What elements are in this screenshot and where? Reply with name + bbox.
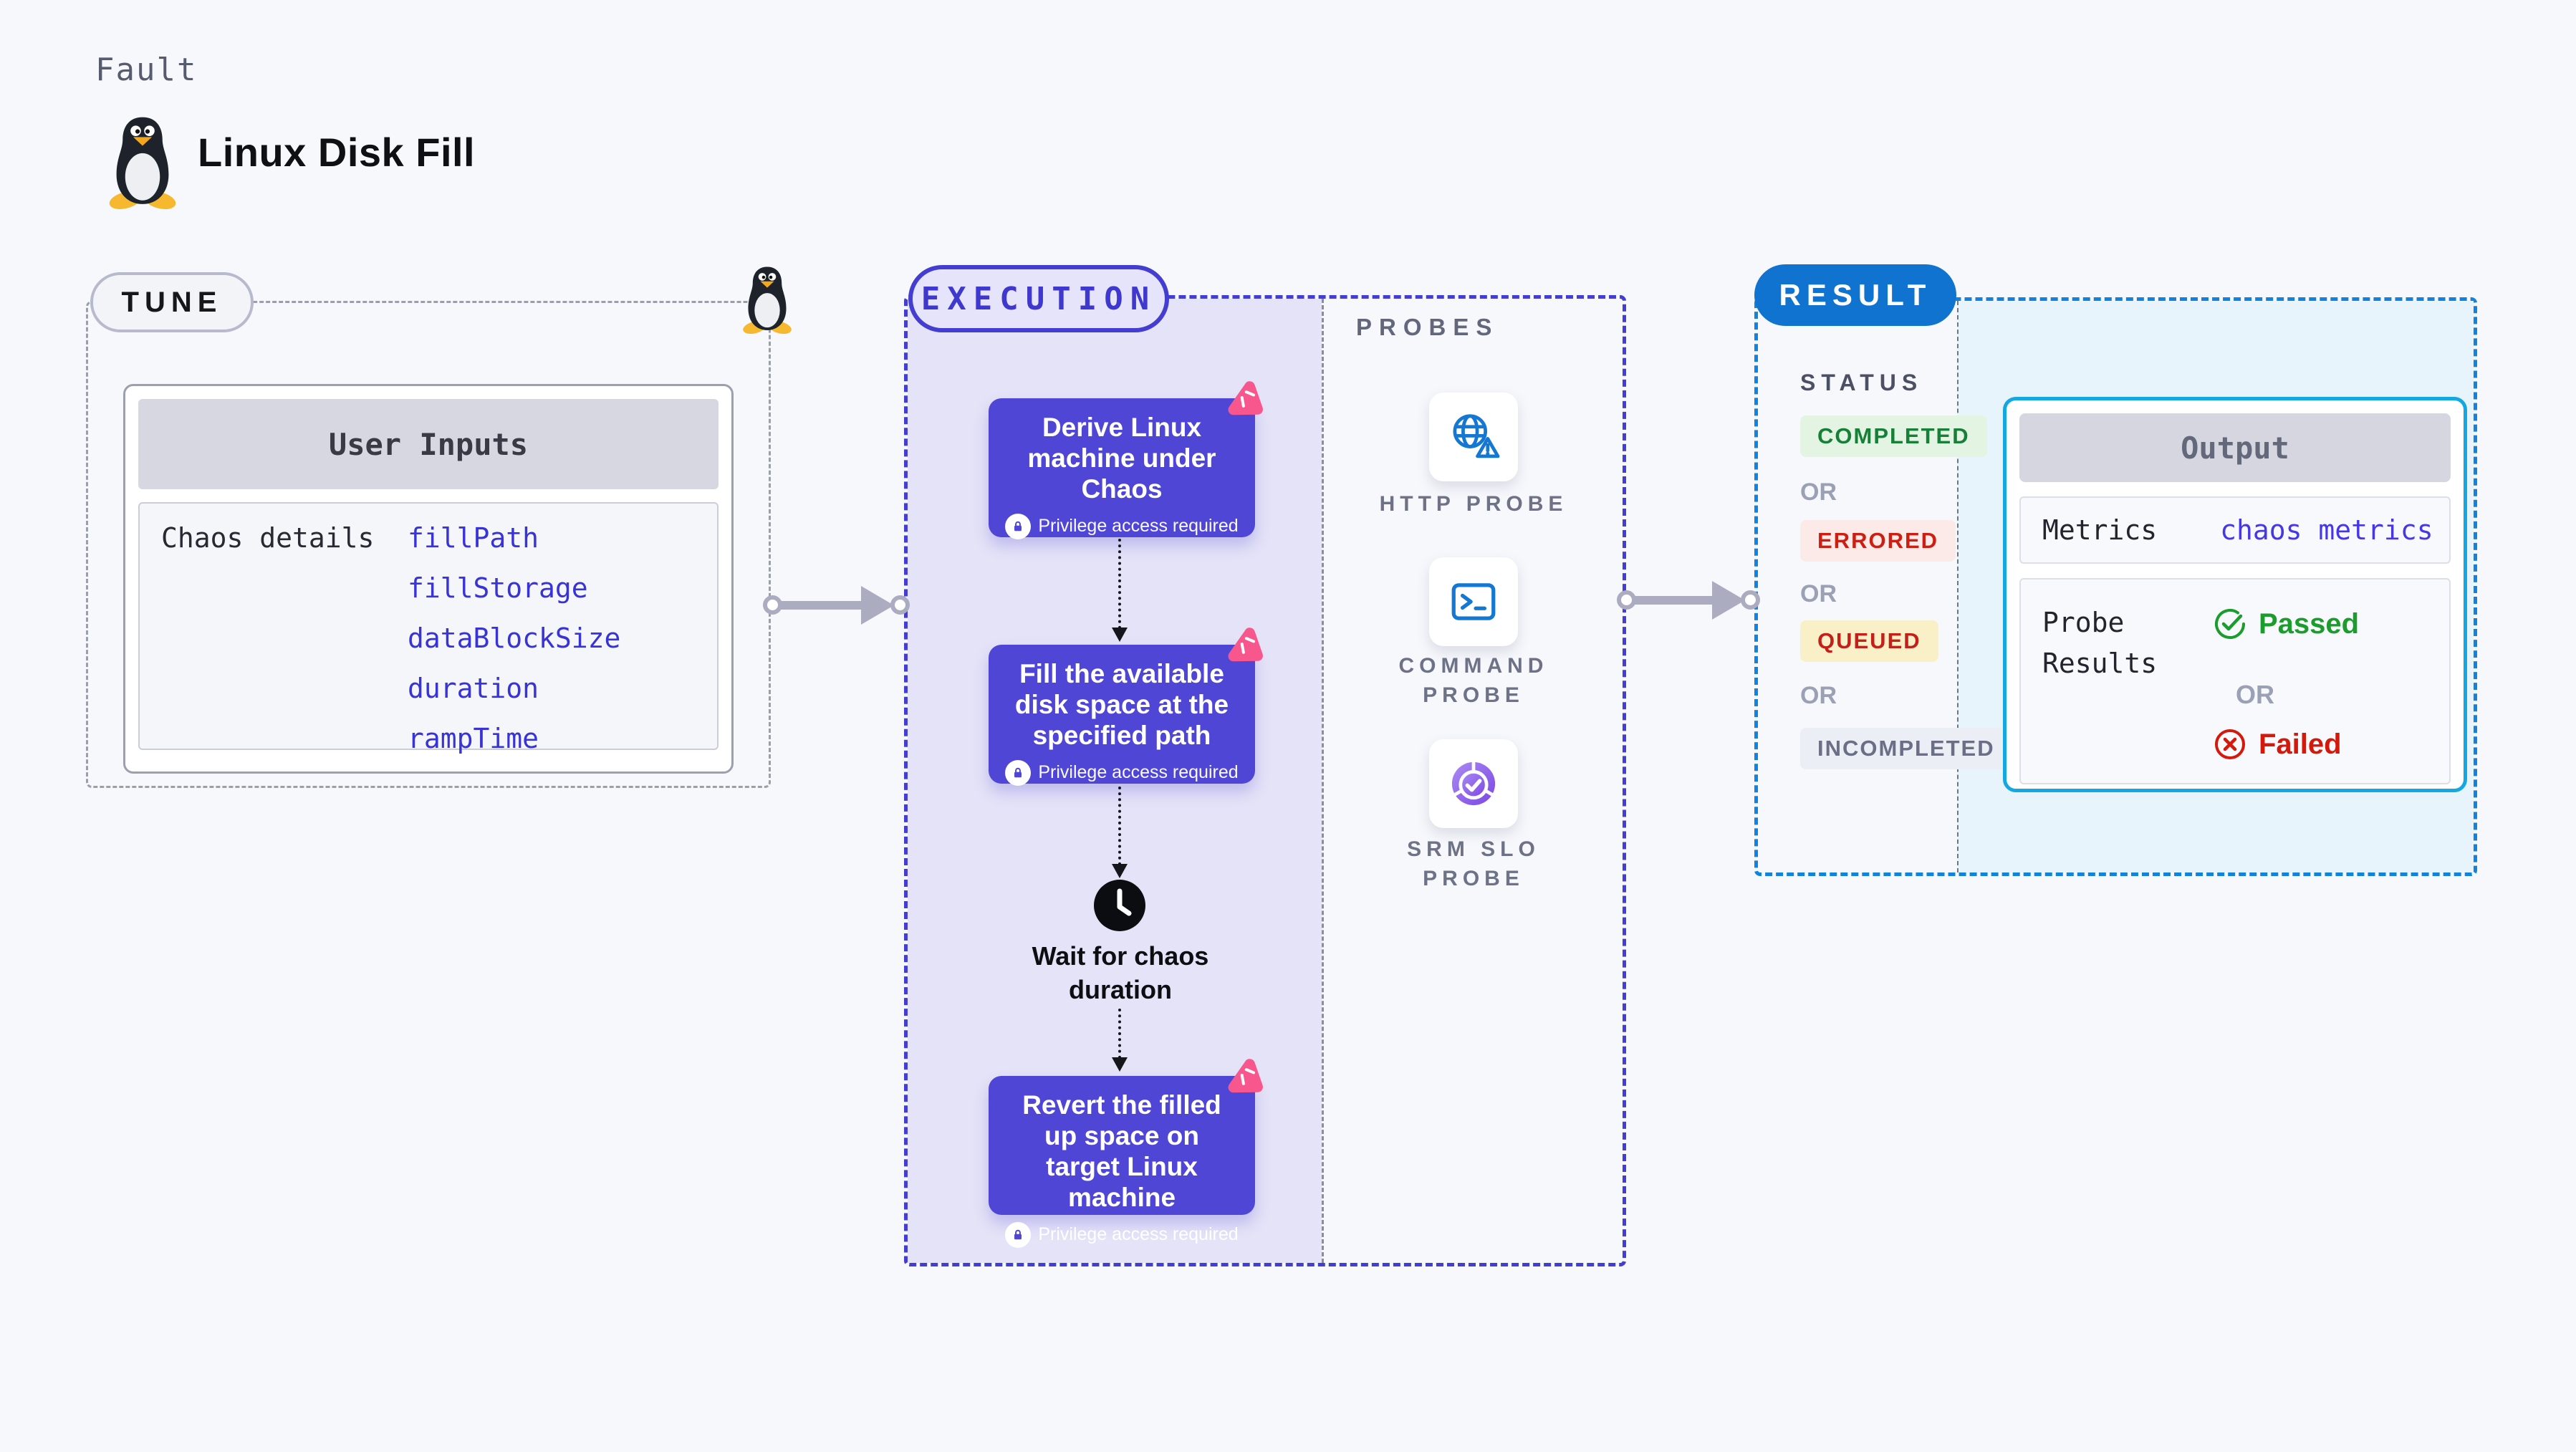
execution-probes-divider (1322, 299, 1324, 1263)
globe-alert-icon (1453, 414, 1500, 458)
step-card-revert-space[interactable]: Revert the filled up space on target Lin… (989, 1059, 1263, 1248)
tune-section-box (86, 301, 771, 788)
probes-result-arrowhead (1712, 581, 1745, 620)
page-title: Linux Disk Fill (198, 130, 476, 175)
wait-step-label: Wait for chaos duration (1032, 941, 1209, 1004)
status-label: STATUS (1800, 370, 1923, 395)
passed-label: Passed (2259, 607, 2360, 640)
slo-pie-icon (1451, 761, 1496, 806)
chaos-details-label: Chaos details (161, 522, 375, 554)
srm-slo-probe-card[interactable] (1429, 739, 1518, 828)
status-badge-queued: QUEUED (1800, 620, 1938, 662)
check-circle-icon (2215, 609, 2245, 639)
input-fillpath: fillPath (408, 522, 539, 554)
litmus-chaos-icon (1228, 1059, 1263, 1093)
connector-dot (890, 595, 910, 615)
litmus-chaos-icon (1228, 628, 1263, 662)
lock-icon (1005, 513, 1032, 539)
status-badge-incompleted: INCOMPLETED (1800, 728, 2012, 769)
or-separator: OR (1800, 682, 1837, 709)
tux-penguin-icon-small (743, 266, 792, 334)
privilege-note: Privilege access required (989, 513, 1255, 539)
flow-arrowhead (1112, 1057, 1128, 1072)
tune-pill: TUNE (90, 272, 254, 332)
tune-execution-arrowhead (861, 586, 894, 625)
metrics-label: Metrics (2042, 514, 2158, 546)
input-ramptime: rampTime (408, 723, 539, 754)
status-badge-errored: ERRORED (1800, 520, 1956, 562)
srm-slo-probe-label: SRM SLO PROBE (1407, 837, 1540, 890)
fault-kicker: Fault (95, 52, 198, 88)
status-badge-completed: COMPLETED (1800, 415, 1987, 457)
command-probe-card[interactable] (1429, 557, 1518, 646)
user-inputs-header: User Inputs (138, 399, 719, 489)
user-inputs-body: Chaos details fillPath fillStorage dataB… (138, 502, 719, 754)
privilege-note: Privilege access required (989, 759, 1255, 786)
chaos-metrics-link[interactable]: chaos metrics (2220, 514, 2433, 546)
flow-arrowhead (1112, 864, 1128, 878)
input-datablocksize: dataBlockSize (408, 622, 621, 654)
step-title: Revert the filled up space on target Lin… (1022, 1090, 1221, 1212)
execution-pill: EXECUTION (908, 265, 1169, 332)
privilege-note: Privilege access required (989, 1221, 1255, 1248)
privilege-note-text: Privilege access required (1038, 516, 1239, 537)
clock-icon (1094, 880, 1145, 931)
or-separator: OR (1800, 580, 1837, 607)
user-inputs-card: User Inputs Chaos details fillPath fillS… (123, 384, 734, 774)
input-duration: duration (408, 673, 539, 704)
http-probe-card[interactable] (1429, 393, 1518, 481)
passed-result: Passed (2213, 607, 2359, 641)
step-card-derive-machine[interactable]: Derive Linux machine under Chaos Privile… (989, 381, 1263, 539)
failed-result: Failed (2213, 727, 2342, 761)
or-separator: OR (1800, 479, 1837, 506)
probe-results-label: Probe Results (2042, 607, 2158, 679)
step-card-fill-disk[interactable]: Fill the available disk space at the spe… (989, 628, 1263, 786)
terminal-icon (1451, 583, 1496, 620)
tune-pill-label: TUNE (121, 286, 223, 318)
input-fillstorage: fillStorage (408, 572, 588, 604)
status-output-divider (1957, 301, 1959, 872)
http-probe-label: HTTP PROBE (1379, 492, 1568, 516)
x-circle-icon (2215, 729, 2245, 759)
tux-penguin-icon (109, 117, 176, 209)
command-probe-label: COMMAND PROBE (1398, 654, 1549, 707)
execution-pill-label: EXECUTION (921, 280, 1157, 317)
privilege-note-text: Privilege access required (1038, 1224, 1239, 1245)
output-header: Output (2019, 413, 2451, 482)
step-title: Fill the available disk space at the spe… (1014, 659, 1229, 750)
or-separator: OR (2236, 680, 2274, 709)
tune-execution-arrow (779, 601, 861, 610)
flow-connector (1118, 539, 1121, 629)
flow-connector (1118, 787, 1121, 865)
output-card: Output Metrics chaos metrics Probe Resul… (2003, 397, 2467, 792)
flow-arrowhead (1112, 628, 1128, 642)
chaos-input-list: fillPath fillStorage dataBlockSize durat… (408, 522, 621, 754)
result-pill-label: RESULT (1779, 278, 1932, 312)
probe-results-row: Probe Results Passed OR Failed (2019, 578, 2451, 784)
failed-label: Failed (2259, 728, 2342, 760)
result-pill: RESULT (1754, 264, 1956, 326)
lock-icon (1005, 759, 1032, 786)
litmus-chaos-icon (1228, 381, 1263, 415)
flow-connector (1118, 1009, 1121, 1059)
privilege-note-text: Privilege access required (1038, 762, 1239, 783)
connector-dot (1741, 590, 1760, 610)
probes-result-arrow (1633, 596, 1712, 605)
metrics-row: Metrics chaos metrics (2019, 496, 2451, 564)
probes-label: PROBES (1356, 314, 1499, 340)
step-title: Derive Linux machine under Chaos (1027, 413, 1216, 504)
lock-icon (1005, 1221, 1032, 1248)
